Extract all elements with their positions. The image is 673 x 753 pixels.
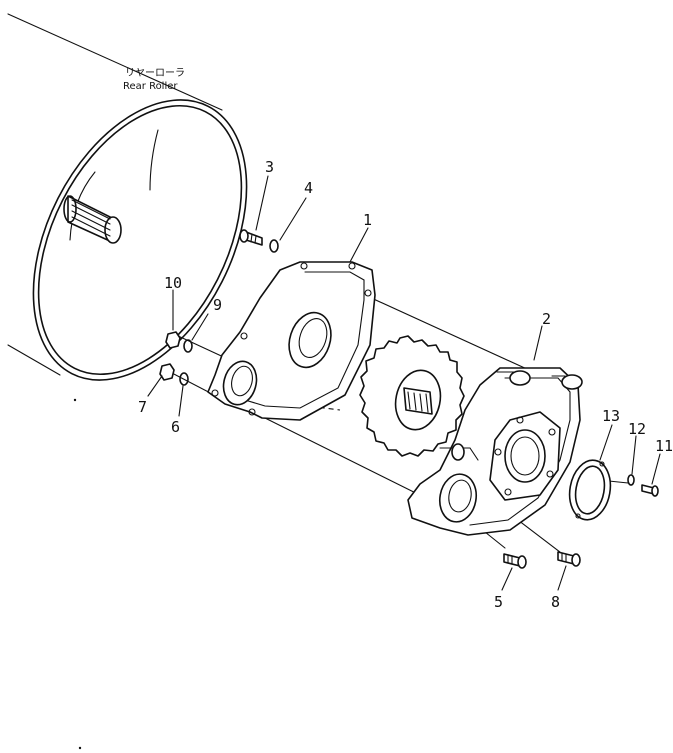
- part-label-7: 7: [138, 398, 147, 416]
- part-6-washer: [179, 372, 189, 386]
- cover-bore: [288, 311, 332, 369]
- drive-gear: [359, 335, 465, 457]
- stray-mark: [73, 398, 77, 402]
- rear-roller: リヤーローラ Rear Roller: [7, 13, 248, 381]
- part-label-1: 1: [363, 211, 372, 229]
- part-label-13: 13: [602, 407, 620, 425]
- part-label-2: 2: [542, 310, 551, 328]
- gear-hub: [394, 369, 442, 431]
- center-line-bolt8: [517, 519, 561, 553]
- cover-bolt-hole: [240, 332, 248, 340]
- part-7-nut: [159, 363, 175, 381]
- cover-bolt-hole: [300, 262, 308, 270]
- part-3-bolt: [239, 229, 263, 246]
- part-label-6: 6: [171, 418, 180, 436]
- part-8-bolt: [557, 551, 581, 567]
- cover-bolt-hole: [364, 289, 372, 297]
- part-11-bolt: [641, 484, 659, 497]
- roller-rim-outer: [32, 99, 248, 381]
- case-side-shaft: [439, 447, 479, 461]
- part-label-5: 5: [494, 593, 503, 611]
- case-lower-boss-inner: [448, 479, 472, 513]
- part-13-end-cover: [568, 459, 612, 521]
- part-label-11: 11: [655, 437, 673, 455]
- part-label-10: 10: [164, 274, 182, 292]
- cover-inner-rim: [244, 271, 365, 409]
- cover-bolt-hole: [348, 262, 356, 270]
- cover-bore-inner: [298, 318, 328, 358]
- part-1-case-cover: [207, 261, 376, 421]
- roller-interior-line: [149, 129, 159, 191]
- roller-top-edge: [7, 13, 223, 111]
- part-label-8: 8: [551, 593, 560, 611]
- part-label-3: 3: [265, 158, 274, 176]
- cover-lower-boss: [222, 360, 258, 406]
- gear-spline-bore: [403, 387, 433, 415]
- part-labels: 1 2 3 4 5 6 7 8 9 10 11 12 13: [138, 158, 673, 611]
- part-2-gear-case: [407, 367, 583, 536]
- case-lower-boss: [438, 473, 478, 523]
- leader-lines: [147, 175, 661, 591]
- cover-lower-boss-inner: [231, 365, 253, 397]
- cover-bolt-hole: [248, 408, 256, 416]
- part-10-nut: [165, 331, 181, 349]
- part-label-12: 12: [628, 420, 646, 438]
- case-dowel: [509, 370, 531, 386]
- stray-mark: [78, 746, 82, 750]
- part-label-9: 9: [213, 296, 222, 314]
- case-dowel: [561, 374, 583, 390]
- part-label-4: 4: [304, 179, 313, 197]
- cover-bolt-hole: [211, 389, 219, 397]
- roller-caption-english: Rear Roller: [123, 81, 178, 92]
- roller-rim-inner: [37, 104, 243, 376]
- roller-bottom-edge: [7, 344, 61, 376]
- roller-splined-shaft: [63, 195, 122, 244]
- end-cover-face: [574, 465, 606, 515]
- case-center-bore-inner: [510, 436, 540, 476]
- part-5-bolt: [503, 553, 527, 569]
- roller-caption-japanese: リヤーローラ: [125, 67, 185, 79]
- part-9-washer: [183, 339, 193, 353]
- case-inner-rim: [469, 377, 571, 526]
- part-4-washer: [269, 239, 279, 253]
- part-12-washer: [627, 474, 635, 486]
